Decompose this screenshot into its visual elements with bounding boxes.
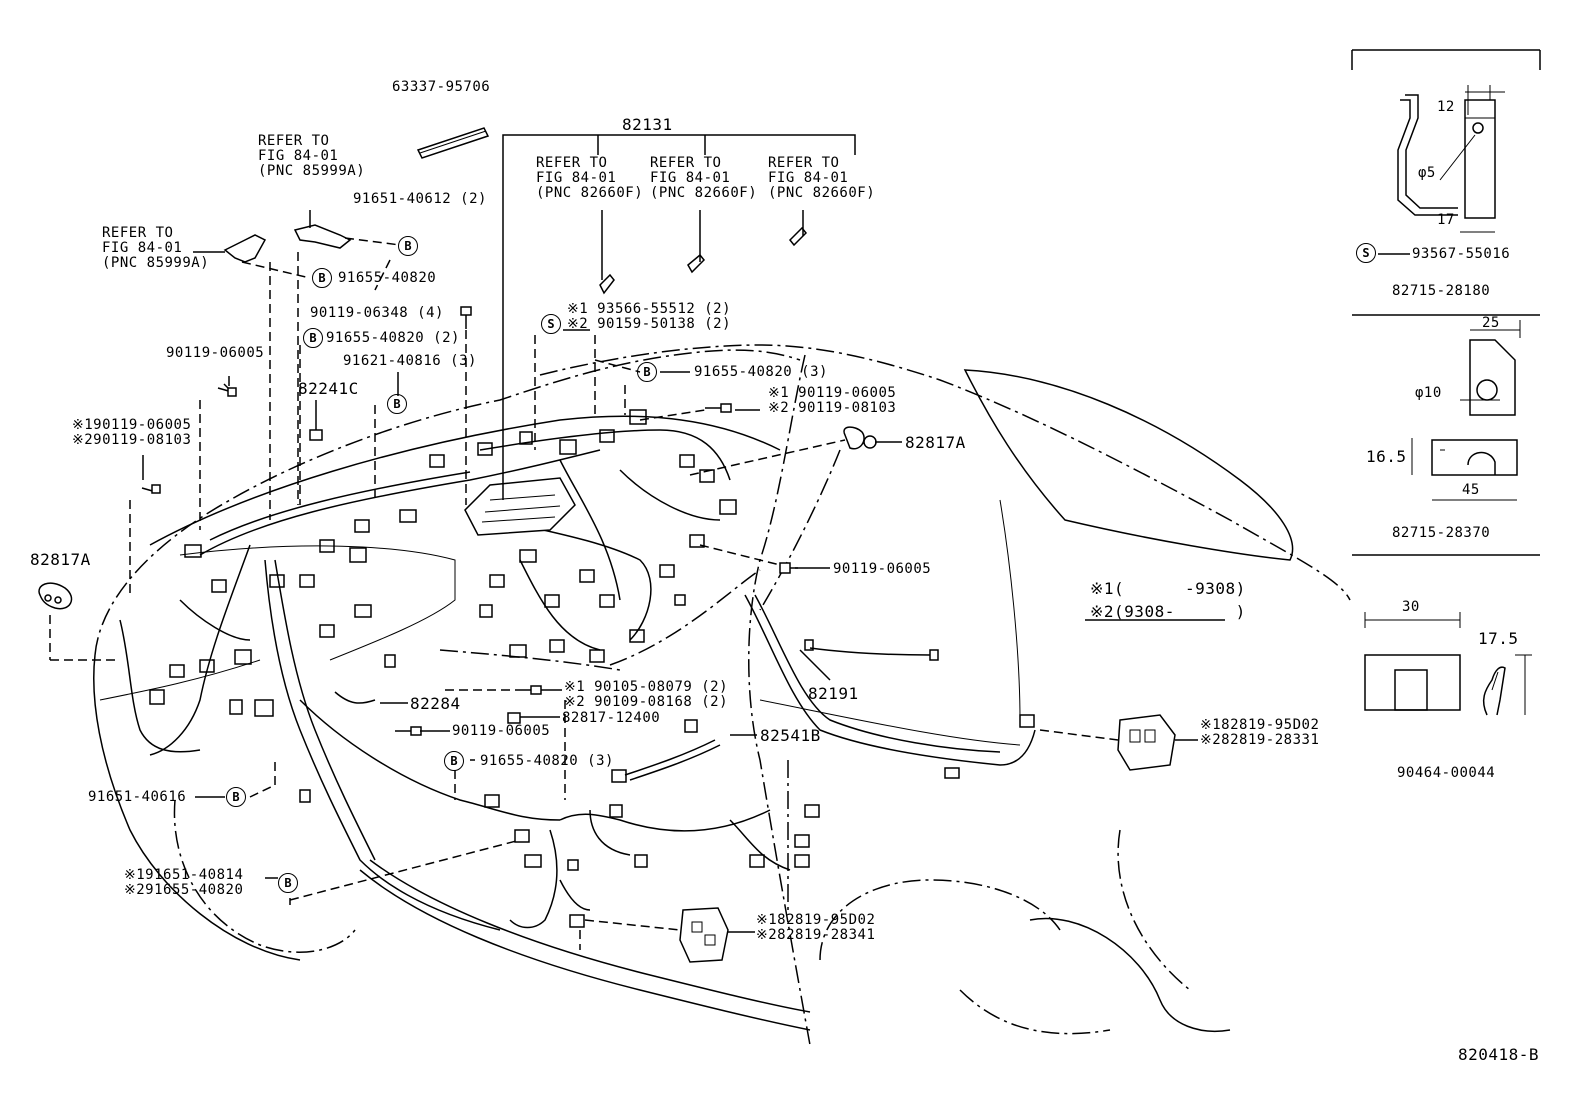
label-90119-06348: 90119-06348 (4)	[310, 305, 444, 321]
label-91655-40820-3: 91655-40820 (3)	[694, 364, 828, 380]
screw-symbol-icon: S	[1356, 243, 1376, 263]
figure-id: 820418-B	[1458, 1045, 1540, 1064]
label-82715-28180: 82715-28180	[1392, 283, 1491, 299]
bolt-icons	[141, 306, 798, 736]
label-refer-pnc-82660f-3: REFER TO FIG 84-01 (PNC 82660F)	[768, 155, 876, 201]
inset1-dim-12: 12	[1437, 99, 1455, 115]
strip-part-63337	[416, 127, 490, 159]
junction-block	[464, 477, 576, 536]
label-90119-06005: 90119-06005	[166, 345, 265, 361]
inset2-bracket-drawing	[1411, 320, 1521, 501]
label-82715-28370: 82715-28370	[1392, 525, 1491, 541]
label-82131: 82131	[622, 115, 673, 134]
bolt-symbol-icon: B	[226, 787, 246, 807]
bolt-symbol-icon: B	[278, 873, 298, 893]
label-82241c: 82241C	[298, 379, 359, 398]
label-refer-pnc-85999a-left: REFER TO FIG 84-01 (PNC 85999A)	[102, 225, 210, 271]
label-90119-06005-08103-right: ※1 90119-06005 ※2 90119-08103	[768, 385, 897, 416]
label-93567-55016: 93567-55016	[1412, 246, 1511, 262]
label-82817a-left: 82817A	[30, 550, 91, 569]
bracket-parts	[223, 210, 808, 295]
label-91651-40616: 91651-40616	[88, 789, 187, 805]
inset2-dim-16-5: 16.5	[1366, 447, 1407, 466]
inset1-bracket-drawing	[1378, 85, 1505, 255]
label-91655-40820: 91655-40820	[338, 270, 437, 286]
label-91655-40820-4: 91655-40820 (3)	[480, 753, 614, 769]
bolt-symbol-icon: B	[444, 751, 464, 771]
inset3-dim-30: 30	[1402, 599, 1420, 615]
label-82819-95d02-28341: ※182819-95D02 ※282819-28341	[756, 912, 876, 943]
inset2-dim-45: 45	[1462, 482, 1480, 498]
inset2-dim-10: φ10	[1415, 385, 1442, 401]
label-refer-pnc-85999a-top: REFER TO FIG 84-01 (PNC 85999A)	[258, 133, 366, 179]
label-90119-06005-08103-left: ※190119-06005 ※290119-08103	[72, 417, 192, 448]
label-91621-40816: 91621-40816 (3)	[343, 353, 477, 369]
legend-note-2: ※2(9308- )	[1090, 602, 1246, 621]
legend-note-1: ※1( -9308)	[1090, 579, 1246, 598]
inset3-dim-17-5: 17.5	[1478, 629, 1519, 648]
label-82817a-right: 82817A	[905, 433, 966, 452]
label-91651-40814: ※191651-40814 ※291655-40820	[124, 867, 244, 898]
label-82541b: 82541B	[760, 726, 821, 745]
bolt-symbol-icon: B	[312, 268, 332, 288]
label-90464-00044: 90464-00044	[1397, 765, 1496, 781]
bolt-symbol-icon: B	[637, 362, 657, 382]
label-82284: 82284	[410, 694, 461, 713]
inset2-dim-25: 25	[1482, 315, 1500, 331]
bracket-82819-right	[1117, 714, 1176, 771]
harness-connectors	[149, 409, 1035, 928]
label-90119-06005-lower: 90119-06005	[452, 723, 551, 739]
label-82819-95d02-28331: ※182819-95D02 ※282819-28331	[1200, 717, 1320, 748]
clip-82817a-left	[38, 582, 73, 610]
label-90105-08079: ※1 90105-08079 (2) ※2 90109-08168 (2)	[564, 679, 729, 710]
inset-panel	[1351, 49, 1541, 556]
bolt-symbol-icon: B	[398, 236, 418, 256]
label-82817-12400: 82817-12400	[562, 710, 661, 726]
label-90119-06005-mid: 90119-06005	[833, 561, 932, 577]
label-63337-95706: 63337-95706	[392, 79, 491, 95]
bolt-symbol-icon: B	[387, 394, 407, 414]
vehicle-body-outline	[93, 344, 1351, 1046]
clip-82817a-right	[843, 426, 877, 450]
label-93566-55512: ※1 93566-55512 (2) ※2 90159-50138 (2)	[567, 301, 732, 332]
inset3-clip-drawing	[1364, 612, 1532, 716]
label-82191: 82191	[808, 684, 859, 703]
label-91655-40820-2: 91655-40820 (2)	[326, 330, 460, 346]
inset1-dim-17: 17	[1437, 212, 1455, 228]
screw-symbol-icon: S	[541, 314, 561, 334]
label-refer-pnc-82660f-2: REFER TO FIG 84-01 (PNC 82660F)	[650, 155, 758, 201]
bolt-symbol-icon: B	[303, 328, 323, 348]
inset1-dim-5: φ5	[1418, 165, 1436, 181]
label-91651-40612: 91651-40612 (2)	[353, 191, 487, 207]
leader-lines	[49, 134, 1225, 950]
bracket-82819-bottom	[679, 907, 729, 963]
label-refer-pnc-82660f-1: REFER TO FIG 84-01 (PNC 82660F)	[536, 155, 644, 201]
